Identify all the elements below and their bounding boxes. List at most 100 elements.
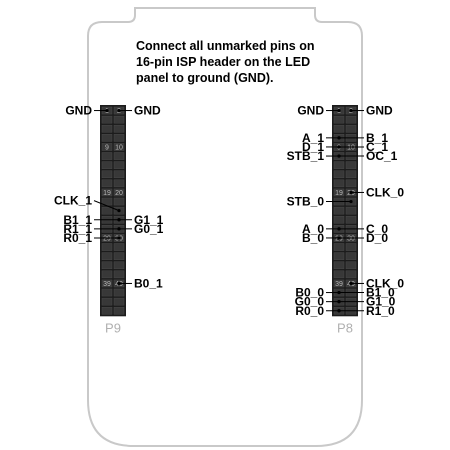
- pin: [345, 270, 357, 279]
- pin-label: R1_1: [63, 222, 92, 236]
- pin-label: G1_0: [366, 295, 396, 309]
- pin: [101, 243, 113, 251]
- pin: [101, 152, 113, 160]
- pin: [101, 297, 113, 306]
- pin: [101, 161, 113, 169]
- pin: [101, 197, 113, 206]
- pin: [113, 252, 125, 260]
- pin: [333, 161, 345, 169]
- pin: [113, 143, 125, 151]
- pin: [333, 252, 345, 260]
- pin: [333, 179, 345, 188]
- pin-marker: [349, 281, 353, 286]
- pin-marker: [337, 290, 341, 295]
- pin-label: B0_1: [134, 276, 163, 290]
- pin-marker: [337, 309, 341, 313]
- pin-marker: [337, 136, 341, 140]
- pin-label: B_1: [366, 131, 388, 145]
- pin-label: B1_1: [63, 213, 92, 227]
- instruction-note: Connect all unmarked pins on 16-pin ISP …: [136, 38, 366, 86]
- pin-marker: [349, 190, 353, 195]
- pin: [113, 124, 125, 133]
- pin: [101, 134, 113, 142]
- pin: [345, 161, 357, 169]
- pin-label: STB_0: [287, 195, 325, 209]
- pin: [101, 206, 113, 215]
- pin-marker: [337, 108, 341, 113]
- pin-number: 39: [103, 281, 111, 288]
- pin-label: B0_0: [295, 286, 324, 300]
- pin: [333, 124, 345, 133]
- pin-label: A_1: [302, 131, 324, 145]
- pin: [333, 279, 345, 288]
- pin: [101, 170, 113, 179]
- pin-marker: [349, 108, 353, 113]
- pin: [333, 170, 345, 179]
- pin-label: GND: [297, 104, 324, 118]
- pin-marker: [117, 209, 121, 213]
- pin: [101, 179, 113, 188]
- pin-number: 9: [105, 145, 109, 152]
- header-name: P8: [337, 320, 353, 335]
- pin-label: B1_0: [366, 286, 395, 300]
- pin-label: D_1: [302, 140, 324, 154]
- pin: [101, 143, 113, 151]
- pin-marker: [349, 199, 353, 204]
- pin: [101, 270, 113, 279]
- pin-number: 19: [335, 190, 343, 197]
- pin-marker: [337, 227, 341, 231]
- pin-label: G0_1: [134, 222, 164, 236]
- pin-marker: [117, 108, 121, 113]
- pin: [345, 261, 357, 270]
- pin-label: GND: [134, 104, 161, 118]
- pin: [333, 115, 345, 124]
- pin-label: C_1: [366, 140, 388, 154]
- pin: [101, 279, 113, 288]
- pin-marker: [117, 281, 121, 286]
- pin-marker: [117, 227, 121, 231]
- note-line-1: Connect all unmarked pins on: [136, 39, 315, 53]
- pin: [333, 206, 345, 215]
- pin-number: 19: [103, 190, 111, 197]
- pin-marker: [105, 108, 109, 113]
- pin-label: R0_1: [63, 231, 92, 245]
- pin: [113, 170, 125, 179]
- pin: [113, 197, 125, 206]
- pin: [345, 170, 357, 179]
- pin-marker: [337, 154, 341, 158]
- note-line-2: 16-pin ISP header on the LED: [136, 55, 311, 69]
- pin: [101, 115, 113, 124]
- pin: [113, 243, 125, 251]
- header-p9: 12910192029303940GNDGNDCLK_1B1_1G1_1R1_1…: [54, 104, 164, 336]
- header-name: P9: [105, 320, 121, 335]
- pin: [333, 215, 345, 224]
- pin-marker: [337, 236, 341, 240]
- pin-label: G1_1: [134, 213, 164, 227]
- pin-label: B_0: [302, 231, 324, 245]
- pin-number: 10: [347, 145, 355, 152]
- pin-label: OC_1: [366, 149, 398, 163]
- pin-number: 29: [103, 236, 111, 243]
- pin: [333, 270, 345, 279]
- pin-label: CLK_0: [366, 185, 404, 199]
- pin-number: 30: [347, 236, 355, 243]
- note-line-3: panel to ground (GND).: [136, 71, 274, 85]
- pin-leader-line: [93, 200, 120, 212]
- pin: [345, 243, 357, 251]
- pin-marker: [337, 300, 341, 304]
- pin: [113, 179, 125, 188]
- pin: [113, 261, 125, 270]
- pin-number: 10: [115, 145, 123, 152]
- pin-number: 39: [335, 281, 343, 288]
- pin: [101, 306, 113, 315]
- pin-marker: [117, 236, 121, 240]
- pin: [113, 288, 125, 297]
- pin: [345, 179, 357, 188]
- pin-label: A_0: [302, 222, 324, 236]
- pin-label: CLK_0: [366, 276, 404, 290]
- pin: [113, 134, 125, 142]
- board-outline: [87, 7, 363, 447]
- pin: [345, 252, 357, 260]
- pin: [333, 261, 345, 270]
